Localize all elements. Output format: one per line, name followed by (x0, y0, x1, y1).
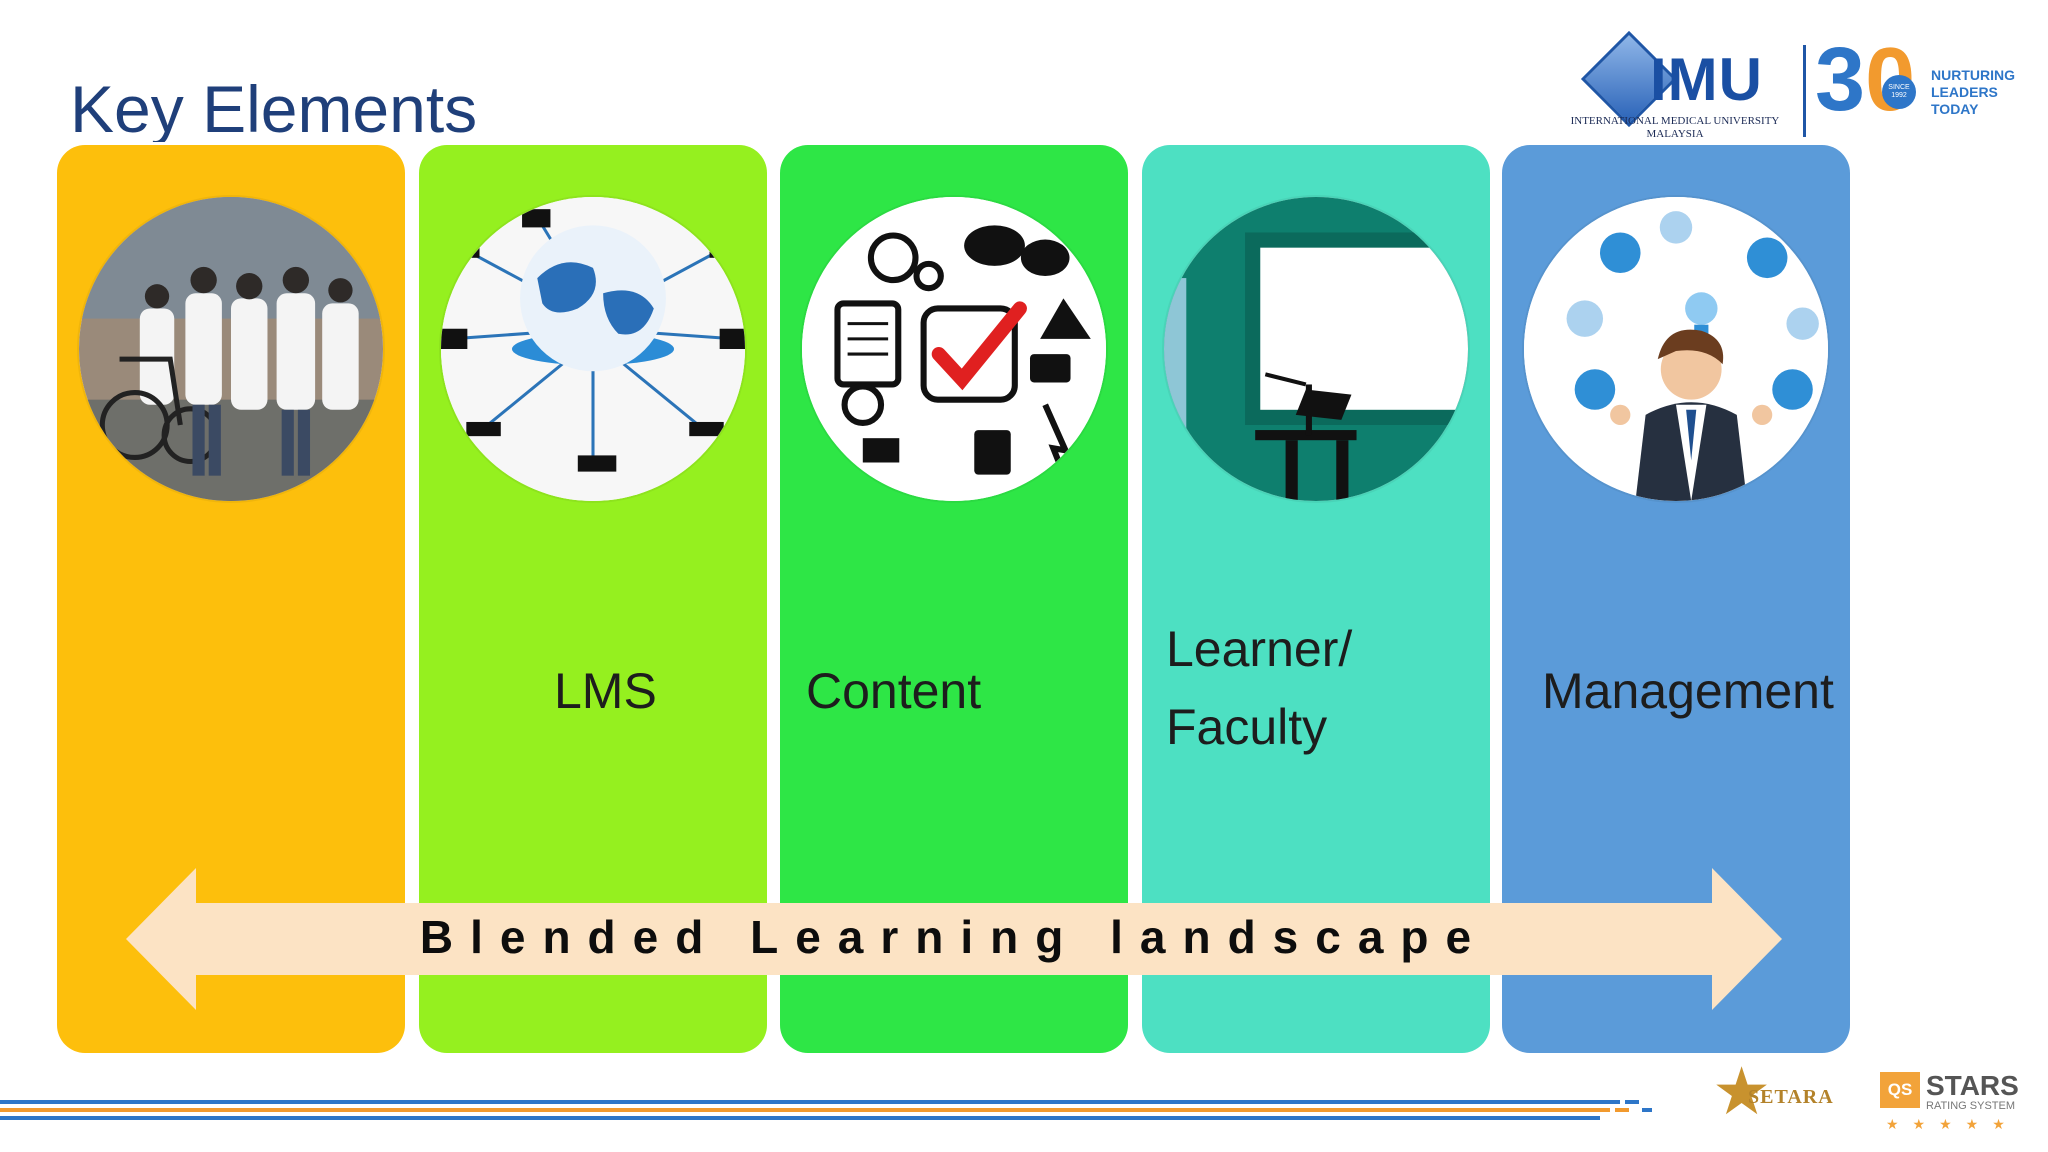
stars-word: STARS (1926, 1070, 2019, 1101)
anniversary-three: 3 (1815, 30, 1866, 130)
arrow-label: Blended Learning landscape (419, 911, 1489, 963)
star-icon: ★ (1712, 1054, 1772, 1128)
logo-divider (1803, 45, 1806, 137)
tagline-line1: NURTURING (1931, 67, 2015, 83)
setara-text: SETARA (1748, 1086, 1834, 1108)
students-photo-icon (79, 197, 383, 501)
learner-faculty-label: Learner/ Faculty (1166, 611, 1352, 766)
logo-subtitle-line2: MALAYSIA (1646, 127, 1704, 140)
lecture-podium-icon (1164, 197, 1468, 501)
column-content: Content (780, 145, 1128, 1053)
blended-learning-arrow: Blended Learning landscape (126, 868, 1782, 1010)
column-lms (419, 145, 767, 1053)
column-management: Management (1502, 145, 1850, 1053)
bottom-stripes (0, 1100, 1652, 1120)
globe-network-icon (441, 197, 745, 501)
management-label: Management (1542, 663, 1834, 719)
qs-logo: QS (1880, 1072, 1920, 1108)
tagline-line3: TODAY (1931, 100, 1979, 117)
logo-subtitle: INTERNATIONAL MEDICAL UNIVERSITY MALAYSI… (1555, 115, 1795, 140)
stars-rating: ★★★★★ (1886, 1116, 2019, 1132)
qs-stars-badge: QS STARS RATING SYSTEM ★★★★★ (1880, 1070, 2030, 1136)
manager-icon (1524, 197, 1828, 501)
content-collage-icon (802, 197, 1106, 501)
tagline: NURTURING LEADERS TODAY (1931, 67, 2015, 117)
content-label: Content (806, 663, 982, 719)
stars-sub: RATING SYSTEM (1926, 1100, 2016, 1112)
column-learner-faculty: Learner/ Faculty (1142, 145, 1490, 1053)
learner-faculty-line2: Faculty (1166, 698, 1328, 755)
logo-name: IMU (1650, 46, 1763, 113)
tagline-line2: LEADERS (1931, 83, 1998, 100)
double-arrow-icon (126, 868, 1782, 1010)
since-badge: SINCE 1992 (1882, 75, 1916, 109)
slide-title: Key Elements (70, 72, 478, 142)
logo-subtitle-line1: INTERNATIONAL MEDICAL UNIVERSITY (1570, 115, 1780, 127)
column-students (57, 145, 405, 1053)
learner-faculty-line1: Learner/ (1166, 621, 1353, 677)
setara-badge: ★ SETARA (1712, 1058, 1857, 1138)
imu-logo: IMU INTERNATIONAL MEDICAL UNIVERSITY MAL… (1545, 25, 2035, 145)
